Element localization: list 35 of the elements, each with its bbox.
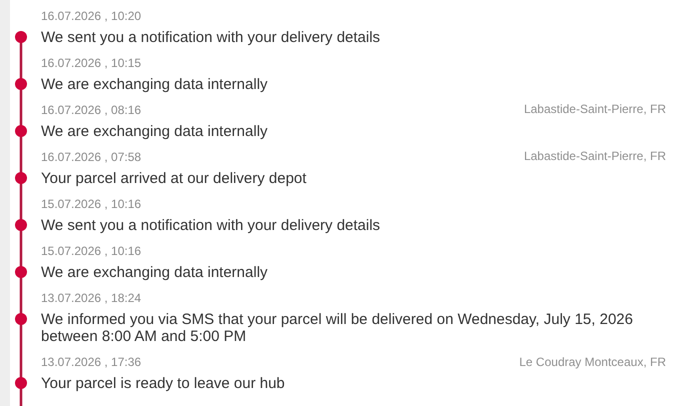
timestamp: 15.07.2026 , 10:16 — [41, 196, 142, 212]
status-text: Your parcel is ready to leave our hub — [41, 374, 285, 392]
timestamp: 16.07.2026 , 08:16 — [41, 102, 142, 118]
location-text: Labastide-Saint-Pierre, FR — [524, 101, 666, 117]
timeline-dot — [15, 266, 27, 278]
status-text: We informed you via SMS that your parcel will be delivered on Wednesday, July 15, 2026 between 8:00 AM and 5:00 PM — [41, 310, 634, 344]
status-text: We are exchanging data internally — [41, 76, 268, 92]
timestamp: 16.07.2026 , 07:58 — [41, 149, 142, 165]
timeline-line — [20, 184, 22, 220]
timeline-dot — [15, 313, 27, 325]
status-text: We are exchanging data internally — [41, 122, 268, 140]
timeline-line — [20, 136, 22, 172]
timeline-dot — [15, 31, 27, 43]
timestamp: 13.07.2026 , 17:36 — [41, 354, 142, 370]
timestamp: 13.07.2026 , 18:24 — [41, 290, 142, 306]
timeline-dot — [15, 219, 27, 231]
location-text: Labastide-Saint-Pierre, FR — [524, 148, 666, 164]
timeline-line — [20, 42, 22, 78]
timeline-dot — [15, 172, 27, 184]
status-text: We sent you a notification with your delivery details — [41, 216, 380, 234]
timeline-dot — [15, 377, 27, 389]
timeline-line — [20, 278, 22, 314]
timeline-dot — [15, 125, 27, 137]
timeline-dot — [15, 78, 27, 90]
timeline-line — [20, 90, 22, 126]
status-text: We are exchanging data internally — [41, 264, 268, 280]
timeline-line — [20, 388, 22, 406]
timeline-line — [20, 230, 22, 266]
location-text: Le Coudray Montceaux, FR — [519, 354, 666, 370]
status-text: Your parcel arrived at our delivery depot — [41, 170, 306, 186]
timestamp: 16.07.2026 , 10:15 — [41, 55, 142, 71]
status-text: We sent you a notification with your delivery details — [41, 28, 380, 46]
timestamp: 16.07.2026 , 10:20 — [41, 8, 142, 24]
timestamp: 15.07.2026 , 10:16 — [41, 243, 142, 259]
timeline-line — [20, 324, 22, 378]
